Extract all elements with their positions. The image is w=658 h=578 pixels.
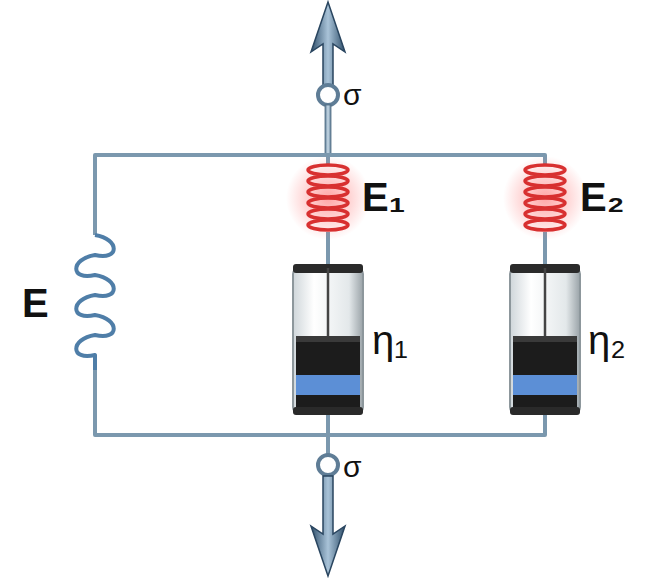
wire [325,105,331,155]
viscosity-label: η₁ [372,320,408,360]
wires [95,155,545,455]
modulus-label: E [22,283,49,323]
spring-symbol [286,156,587,240]
stress-label: σ [343,452,362,482]
modulus-label: E₂ [580,177,624,217]
modulus-label: E₁ [362,177,405,217]
terminal [318,85,338,105]
terminal [318,455,338,475]
spring-symbol [76,235,114,370]
viscosity-label: η₂ [588,320,626,360]
stress-label: σ [343,80,362,110]
stress-arrow [311,476,345,576]
stress-arrow [311,2,345,85]
dashpot-symbol [293,264,580,415]
